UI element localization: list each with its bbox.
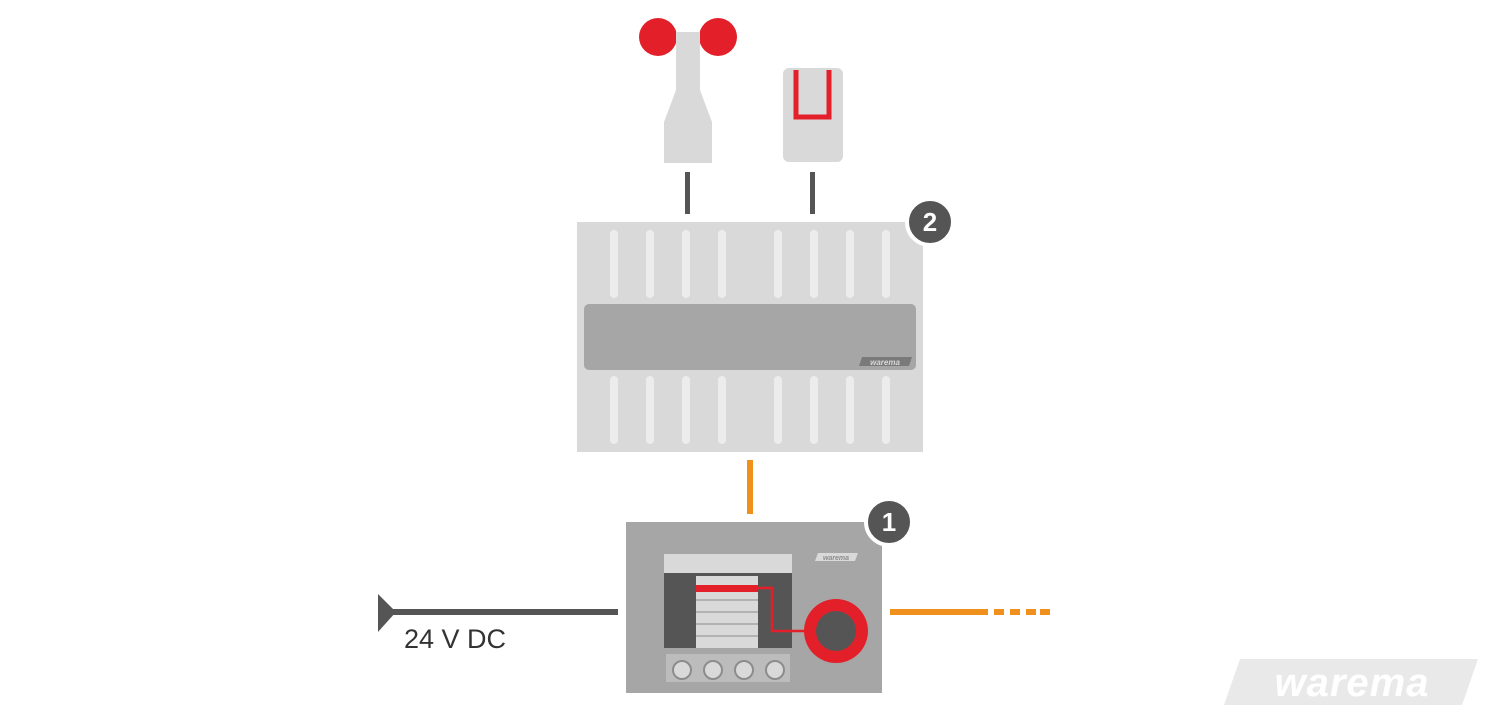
power-label: 24 V DC [404,624,506,654]
badge-2-number: 2 [923,207,937,237]
anemometer-icon [639,18,737,163]
rotary-knob [804,599,868,663]
watermark-text: warema [1275,661,1430,705]
upper-vent-slots [610,230,890,298]
wind-sensor-cable [685,172,690,214]
badge-2: 2 [905,197,955,247]
badge-1-number: 1 [882,507,896,537]
panel-display [664,554,806,648]
bus-cable-extension [890,609,1050,615]
station-brand-plate: warema [859,357,912,367]
lower-vent-slots [610,376,890,444]
arrow-head-icon [378,594,396,632]
panel-keys [666,654,790,682]
control-panel-unit: warema [626,522,882,693]
badge-1: 1 [864,497,914,547]
weather-station-unit: warema [577,222,923,452]
station-label-strip [584,304,916,370]
panel-brand-text: warema [823,555,849,562]
brand-watermark: warema [1224,659,1478,705]
power-supply-line [378,594,618,632]
rain-sensor-cable [810,172,815,214]
panel-brand-plate: warema [815,553,858,562]
station-brand-text: warema [870,358,900,367]
bus-cable-vertical [747,460,753,514]
rain-sensor-icon [783,68,843,162]
